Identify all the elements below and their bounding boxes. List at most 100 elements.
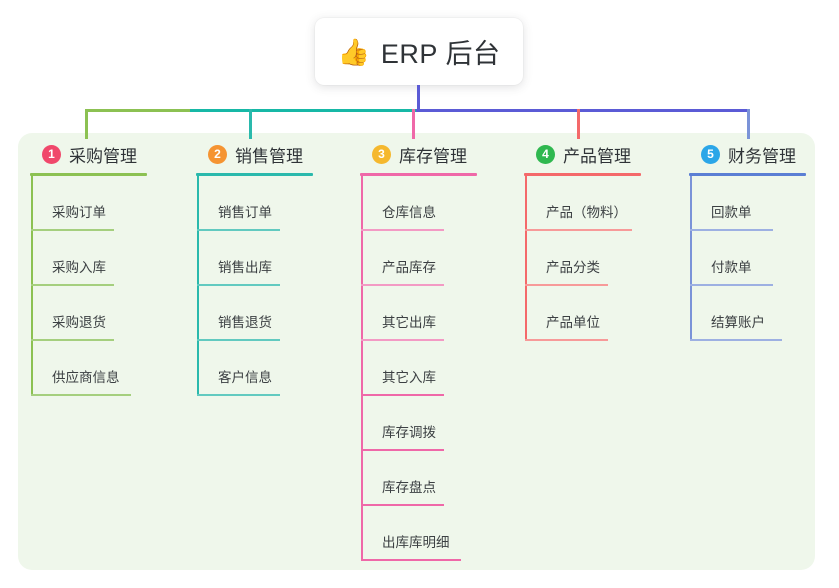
- list-item[interactable]: 仓库信息: [360, 176, 505, 231]
- list-item-label: 销售出库: [218, 260, 272, 275]
- list-item-rule: [361, 449, 444, 451]
- connector-trunk: [417, 85, 420, 109]
- column-inventory: 3 库存管理 仓库信息 产品库存 其它出库 其它入库 库存调拨: [360, 141, 505, 561]
- column-rule: [196, 173, 313, 176]
- column-badge: 5: [701, 144, 720, 164]
- list-item[interactable]: 产品库存: [360, 231, 505, 286]
- list-item[interactable]: 产品（物料）: [524, 176, 669, 231]
- list-item[interactable]: 客户信息: [196, 341, 341, 396]
- list-item-rule: [361, 559, 461, 561]
- list-item[interactable]: 其它入库: [360, 341, 505, 396]
- list-item[interactable]: 回款单: [689, 176, 814, 231]
- column-spine: [690, 176, 692, 341]
- column-title: 采购管理: [69, 146, 137, 166]
- list-item-rule: [361, 394, 444, 396]
- column-title: 销售管理: [235, 146, 303, 166]
- connector-drop-5: [747, 109, 750, 139]
- list-item-rule: [690, 339, 782, 341]
- list-item[interactable]: 其它出库: [360, 286, 505, 341]
- connector-drop-2: [249, 109, 252, 139]
- column-items: 产品（物料） 产品分类 产品单位: [524, 176, 669, 341]
- list-item-label: 采购订单: [52, 205, 106, 220]
- list-item[interactable]: 出库库明细: [360, 506, 505, 561]
- column-header[interactable]: 3 库存管理: [360, 141, 505, 167]
- list-item-rule: [361, 229, 444, 231]
- column-spine: [525, 176, 527, 341]
- list-item-label: 其它出库: [382, 315, 436, 330]
- list-item-rule: [361, 284, 444, 286]
- list-item[interactable]: 采购订单: [30, 176, 175, 231]
- column-items: 销售订单 销售出库 销售退货 客户信息: [196, 176, 341, 396]
- list-item-label: 销售订单: [218, 205, 272, 220]
- column-spine: [31, 176, 33, 396]
- list-item-label: 产品库存: [382, 260, 436, 275]
- column-items: 回款单 付款单 结算账户: [689, 176, 814, 341]
- list-item-label: 客户信息: [218, 370, 272, 385]
- list-item-rule: [197, 339, 280, 341]
- list-item-rule: [525, 229, 632, 231]
- list-item[interactable]: 供应商信息: [30, 341, 175, 396]
- column-badge: 3: [372, 144, 391, 164]
- column-header[interactable]: 5 财务管理: [689, 141, 814, 167]
- thumbs-up-icon: 👍: [337, 36, 370, 67]
- list-item[interactable]: 采购入库: [30, 231, 175, 286]
- list-item-rule: [31, 339, 114, 341]
- list-item-label: 出库库明细: [382, 535, 450, 550]
- list-item-rule: [690, 229, 773, 231]
- column-rule: [30, 173, 147, 176]
- column-sales: 2 销售管理 销售订单 销售出库 销售退货 客户信息: [196, 141, 341, 396]
- list-item-label: 采购退货: [52, 315, 106, 330]
- column-badge: 4: [536, 144, 555, 164]
- list-item[interactable]: 销售退货: [196, 286, 341, 341]
- list-item[interactable]: 付款单: [689, 231, 814, 286]
- column-items: 仓库信息 产品库存 其它出库 其它入库 库存调拨 库存盘点: [360, 176, 505, 561]
- connector-drop-4: [577, 109, 580, 139]
- column-header[interactable]: 1 采购管理: [30, 141, 175, 167]
- connector-bus-right: [416, 109, 750, 112]
- list-item-rule: [525, 284, 608, 286]
- column-items: 采购订单 采购入库 采购退货 供应商信息: [30, 176, 175, 396]
- list-item[interactable]: 产品分类: [524, 231, 669, 286]
- list-item-label: 付款单: [711, 260, 752, 275]
- list-item[interactable]: 结算账户: [689, 286, 814, 341]
- list-item-rule: [31, 394, 131, 396]
- list-item-label: 库存调拨: [382, 425, 436, 440]
- list-item[interactable]: 库存调拨: [360, 396, 505, 451]
- root-node[interactable]: 👍 ERP 后台: [315, 18, 523, 85]
- column-rule: [524, 173, 641, 176]
- list-item-label: 仓库信息: [382, 205, 436, 220]
- list-item[interactable]: 销售出库: [196, 231, 341, 286]
- list-item-rule: [525, 339, 608, 341]
- list-item-label: 其它入库: [382, 370, 436, 385]
- column-title: 库存管理: [399, 146, 467, 166]
- list-item-label: 回款单: [711, 205, 752, 220]
- children-panel: [18, 133, 815, 570]
- list-item-rule: [197, 229, 280, 231]
- list-item-label: 产品单位: [546, 315, 600, 330]
- column-badge: 1: [42, 144, 61, 164]
- list-item[interactable]: 库存盘点: [360, 451, 505, 506]
- list-item[interactable]: 销售订单: [196, 176, 341, 231]
- column-rule: [689, 173, 806, 176]
- list-item-label: 结算账户: [711, 315, 765, 330]
- list-item[interactable]: 采购退货: [30, 286, 175, 341]
- list-item-rule: [361, 339, 444, 341]
- column-badge: 2: [208, 144, 227, 164]
- column-spine: [361, 176, 363, 561]
- connector-bus-mid: [190, 109, 418, 112]
- root-node-title: ERP 后台: [380, 39, 501, 69]
- list-item-label: 销售退货: [218, 315, 272, 330]
- column-header[interactable]: 4 产品管理: [524, 141, 669, 167]
- list-item-label: 采购入库: [52, 260, 106, 275]
- list-item[interactable]: 产品单位: [524, 286, 669, 341]
- column-header[interactable]: 2 销售管理: [196, 141, 341, 167]
- list-item-label: 库存盘点: [382, 480, 436, 495]
- column-rule: [360, 173, 477, 176]
- list-item-rule: [197, 394, 280, 396]
- connector-drop-3: [412, 109, 415, 139]
- list-item-rule: [361, 504, 444, 506]
- column-title: 财务管理: [728, 146, 796, 166]
- column-finance: 5 财务管理 回款单 付款单 结算账户: [689, 141, 814, 341]
- list-item-rule: [197, 284, 280, 286]
